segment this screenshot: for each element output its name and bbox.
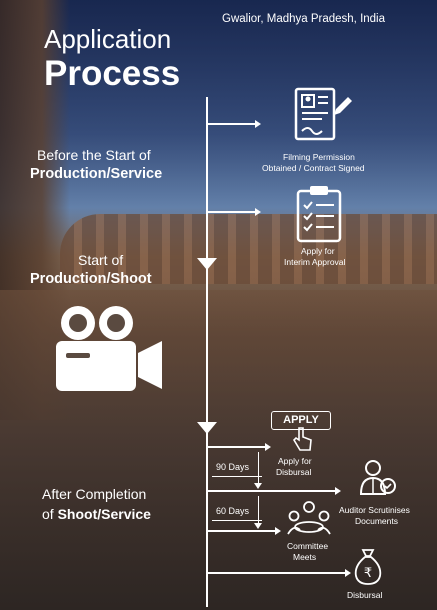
- committee-icon: [287, 501, 331, 535]
- stage-start-line1: Start of: [78, 252, 124, 268]
- duration-90-arrow: [254, 483, 262, 489]
- branch-arrow-filming: [207, 120, 261, 127]
- branch-arrow-auditor: [207, 487, 341, 494]
- step-committee-line1: Committee: [287, 541, 329, 551]
- video-camera-icon: [56, 306, 162, 391]
- stage-before-line2: Production/Service: [30, 166, 163, 182]
- duration-90-days: 90 Days: [216, 462, 250, 472]
- duration-60-arrow: [254, 523, 262, 529]
- stage-after-line2: of Shoot/Service: [42, 506, 151, 522]
- timeline-marker-start: [197, 258, 217, 270]
- step-interim-line2: Interim Approval: [284, 257, 346, 267]
- stage-before-line1: Before the Start of: [37, 147, 151, 163]
- step-apply-line1: Apply for: [278, 456, 312, 466]
- timeline-marker-after: [197, 422, 217, 434]
- title-process: Process: [44, 54, 181, 93]
- step-apply-line2: Disbursal: [276, 467, 312, 477]
- stage-after-of: of: [42, 506, 58, 522]
- duration-60-line: [212, 520, 262, 521]
- clipboard-checklist-icon: [296, 186, 342, 243]
- apply-click-icon: APPLY: [271, 411, 331, 430]
- step-auditor-line2: Documents: [355, 516, 398, 526]
- timeline-line: [206, 97, 208, 607]
- contract-icon: [294, 87, 352, 141]
- step-filming-line2: Obtained / Contract Signed: [262, 163, 365, 173]
- hand-pointer-icon: [292, 427, 312, 451]
- duration-90-vertical: [258, 452, 259, 484]
- svg-text:₹: ₹: [364, 566, 372, 581]
- branch-arrow-committee: [207, 527, 281, 534]
- step-auditor-line1: Auditor Scrutinises: [339, 505, 410, 515]
- stage-after-line1: After Completion: [42, 486, 147, 502]
- duration-60-vertical: [258, 496, 259, 524]
- apply-badge-label: APPLY: [283, 414, 319, 426]
- step-disbursal-label: Disbursal: [347, 590, 383, 600]
- branch-arrow-apply: [207, 443, 271, 450]
- step-committee-line2: Meets: [293, 552, 317, 562]
- colonnade-decoration: [60, 214, 437, 284]
- branch-arrow-interim: [207, 208, 261, 215]
- rupee-money-bag-icon: ₹: [354, 549, 382, 585]
- location-label: Gwalior, Madhya Pradesh, India: [222, 13, 386, 25]
- auditor-icon: [359, 460, 396, 495]
- step-filming-line1: Filming Permission: [283, 152, 355, 162]
- step-interim-line1: Apply for: [301, 246, 335, 256]
- title-application: Application: [44, 24, 172, 54]
- stage-start-line2: Production/Shoot: [30, 271, 152, 287]
- branch-arrow-disbursal: [207, 569, 351, 576]
- duration-90-line: [212, 476, 262, 477]
- stage-after-bold: Shoot/Service: [57, 506, 151, 522]
- duration-60-days: 60 Days: [216, 506, 250, 516]
